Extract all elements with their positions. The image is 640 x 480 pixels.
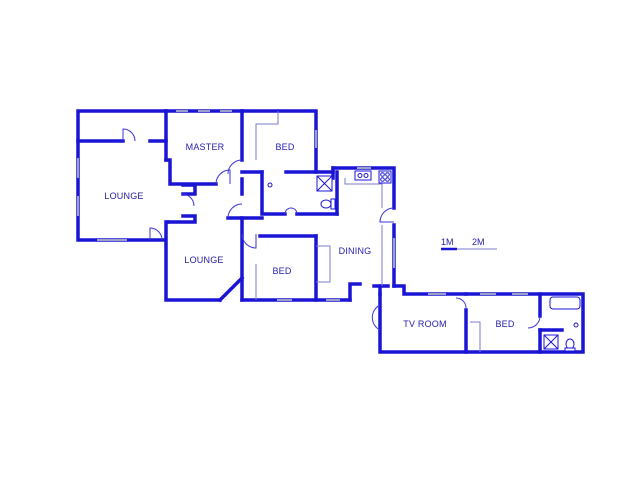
door-swing [215,169,231,185]
wall-kitchen-top [331,166,396,210]
basin-icon [573,322,579,328]
wall-lounge-center-diag [217,275,245,303]
door-swing [122,128,136,142]
wall-dining-left-bottom [348,282,362,302]
room-labels: LOUNGE MASTER BED LOUNGE BED DINING TV R… [104,142,514,329]
wall-bath-left [260,170,287,216]
door-swing [527,315,541,329]
wall-hall-left [181,183,197,196]
wall-lounge-left-outer [76,109,168,242]
kitchen-sink-icon [354,170,372,181]
room-label-bed-right: BED [495,319,514,329]
basin-icon [267,182,273,188]
room-label-bed-center: BED [272,266,291,276]
room-label-lounge-center: LOUNGE [184,255,223,265]
room-label-tv-room: TV ROOM [403,319,446,329]
fittings [255,111,481,352]
door-swing [241,233,257,249]
scale-bar: 1M 2M [441,237,497,251]
room-label-lounge-left: LOUNGE [104,191,143,201]
scale-label-2m: 2M [472,237,485,247]
wall-master-bottom [164,158,218,186]
wall-bed-top-outer [240,109,318,174]
dining-cupboard [316,245,331,283]
wall-dining-bottom [392,284,468,296]
scale-label-1m: 1M [441,237,454,247]
wall-hall-lower [166,214,197,224]
built-in-cupboard [255,111,279,160]
wall-tv-room [378,292,585,354]
door-swing [227,159,243,175]
fixtures [267,170,581,352]
windows [77,110,528,301]
stove-icon [378,170,392,184]
door-swing [371,304,381,331]
walls [76,109,585,354]
room-label-dining: DINING [339,246,372,256]
kitchen-counter [344,178,383,208]
toilet-icon [320,199,332,209]
door-swing [284,207,298,215]
wall-lounge-center [164,220,222,302]
room-label-master: MASTER [186,142,225,152]
door-swing [455,297,467,309]
room-label-bed-top: BED [275,142,294,152]
tv-room-cupboard [470,321,481,352]
door-swing [149,227,163,241]
door-swing [227,203,243,219]
doors [122,128,541,331]
door-swing [379,207,395,223]
bathtub-icon [549,296,581,310]
door-swing [181,193,195,207]
